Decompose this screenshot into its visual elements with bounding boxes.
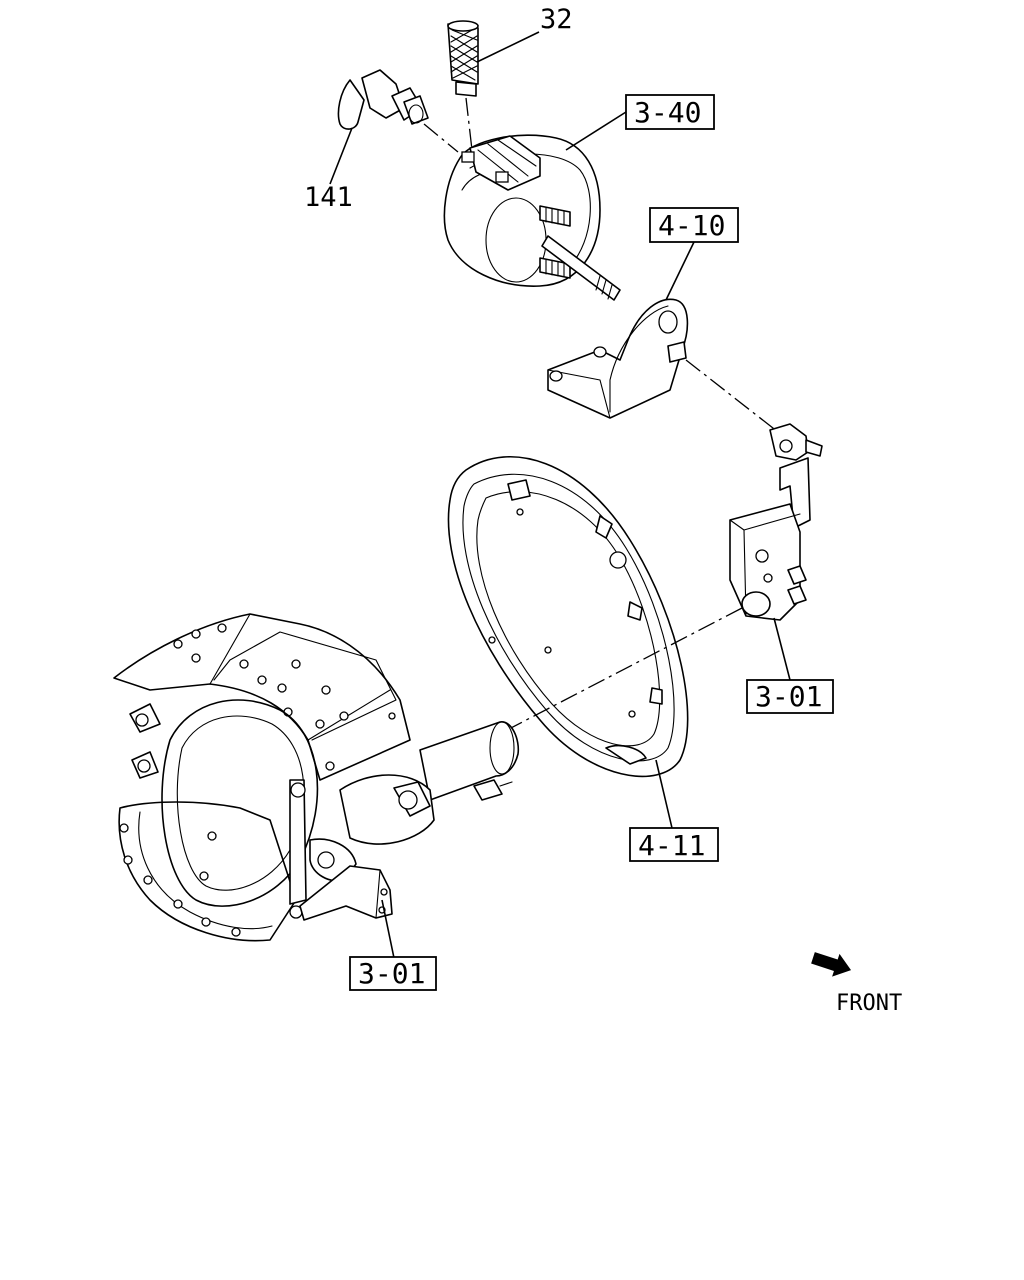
ref-box-3-40[interactable]: 3-40 <box>625 94 715 130</box>
ref-label-3-40: 3-40 <box>634 96 701 129</box>
leader-4-11 <box>655 759 673 829</box>
ref-label-4-10: 4-10 <box>658 209 725 242</box>
chamber-mounting-bracket[interactable] <box>547 298 689 419</box>
front-direction-label: FRONT <box>836 991 902 1016</box>
leader-32 <box>476 31 540 63</box>
breather-plug-part-32[interactable] <box>447 20 479 97</box>
ref-box-4-10[interactable]: 4-10 <box>649 207 739 243</box>
brake-chamber-assembly[interactable] <box>443 134 621 301</box>
ref-box-4-11[interactable]: 4-11 <box>629 827 719 862</box>
ref-label-4-11: 4-11 <box>638 829 705 862</box>
callout-32: 32 <box>540 4 573 35</box>
brake-shoe-assembly[interactable] <box>113 613 520 942</box>
ref-box-3-01-lower[interactable]: 3-01 <box>349 956 437 991</box>
centerline-link <box>685 359 779 433</box>
slack-adjuster[interactable] <box>729 423 823 621</box>
centerline-32 <box>465 97 473 151</box>
leader-3-40 <box>565 111 627 151</box>
dust-shield-plate[interactable] <box>447 456 689 778</box>
centerline-141 <box>423 123 459 153</box>
ref-label-3-01-upper: 3-01 <box>755 680 822 713</box>
leader-3-01-lower <box>381 899 395 959</box>
ref-box-3-01-upper[interactable]: 3-01 <box>746 679 834 714</box>
ref-label-3-01-lower: 3-01 <box>358 957 425 990</box>
leader-4-10 <box>665 241 695 301</box>
front-arrow-icon <box>811 952 852 977</box>
callout-141: 141 <box>304 182 353 213</box>
leader-3-01-upper <box>773 617 791 681</box>
elbow-fitting-part-141[interactable] <box>337 69 429 130</box>
leader-141 <box>329 127 353 185</box>
